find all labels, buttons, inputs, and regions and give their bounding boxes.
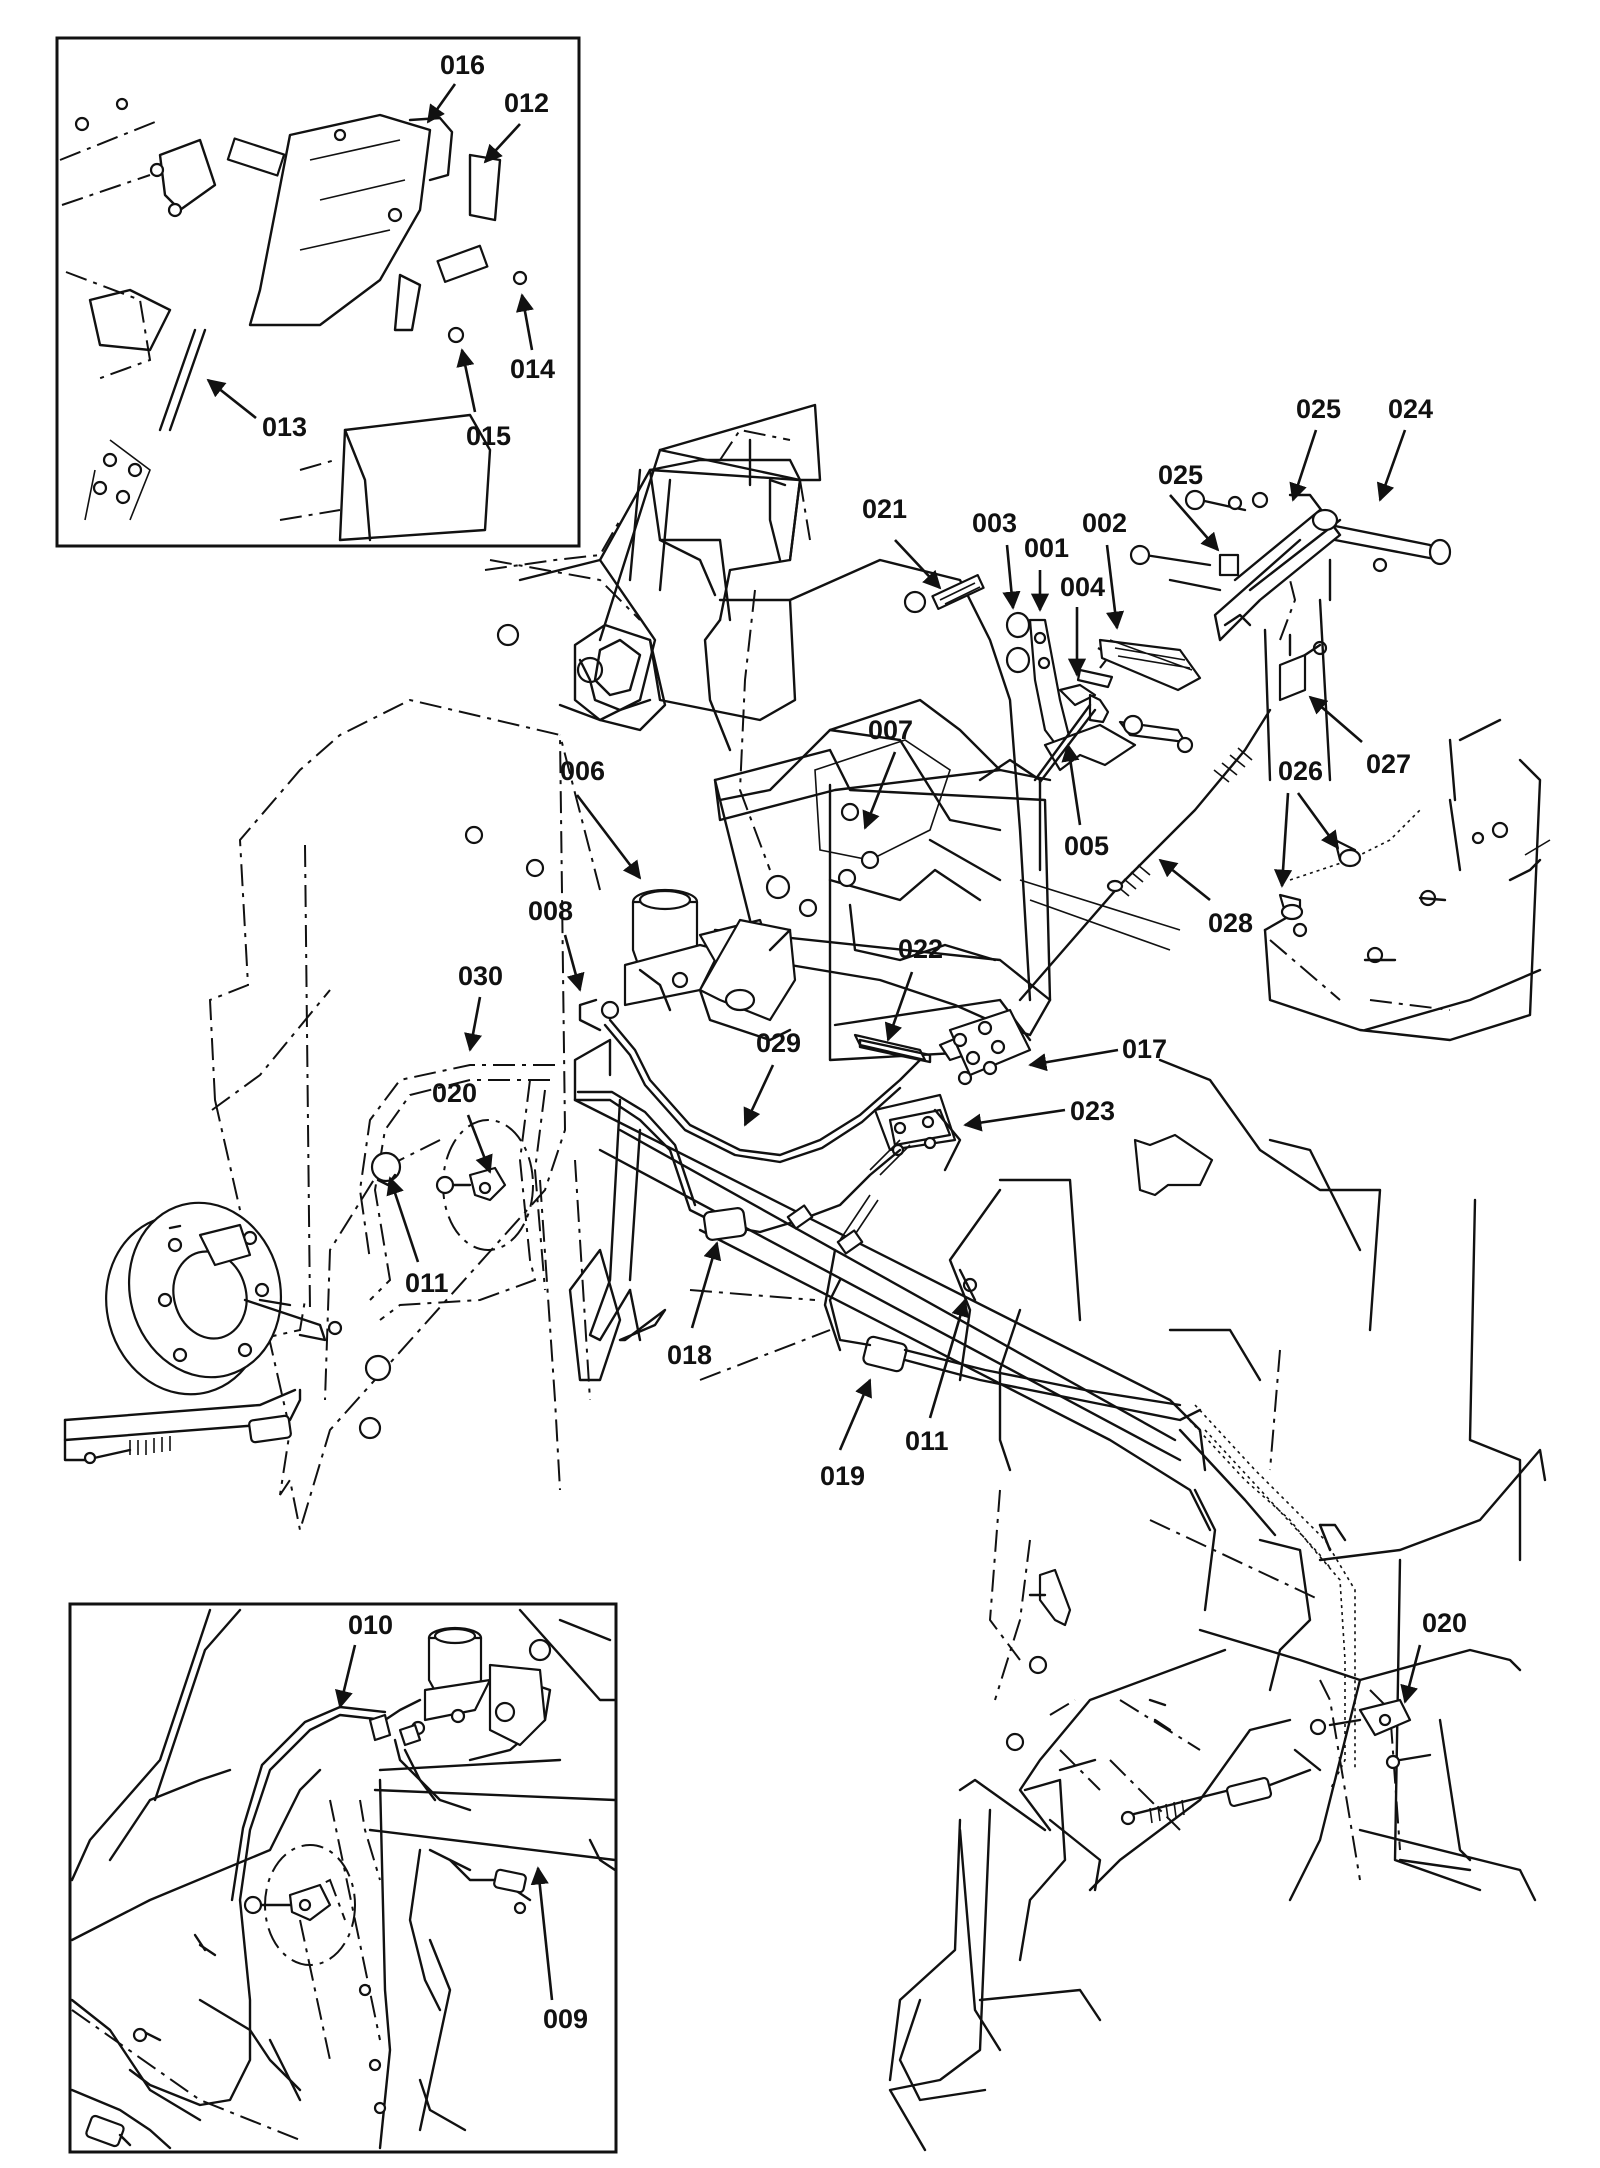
parking-cable-right (1120, 1404, 1356, 1826)
callout-013: 013 (262, 412, 307, 442)
cable-clip-left (370, 1119, 534, 1251)
callout-011-right: 011 (905, 1426, 949, 1456)
callout-009: 009 (543, 2004, 588, 2034)
cable-022 (858, 1038, 932, 1064)
callout-020-left: 020 (432, 1078, 477, 1108)
callout-016: 016 (440, 50, 485, 80)
callout-002: 002 (1082, 508, 1127, 538)
inset-pedal-assembly-detail: 016 012 014 013 015 (55, 36, 581, 548)
callout-019: 019 (820, 1461, 865, 1491)
cable-clip-right (1028, 1568, 1432, 1770)
callout-003: 003 (972, 508, 1017, 538)
callout-012: 012 (504, 88, 549, 118)
master-cylinder (578, 888, 797, 1042)
callout-023: 023 (1070, 1096, 1115, 1126)
callout-021: 021 (862, 494, 907, 524)
cross-tube (578, 403, 822, 722)
callout-006: 006 (560, 756, 605, 786)
right-crossmember (1263, 718, 1551, 1042)
callout-001: 001 (1024, 533, 1069, 563)
flexible-hose-030 (358, 1038, 642, 1342)
callout-027: 027 (1366, 749, 1411, 779)
parking-cable-028 (1018, 708, 1272, 1002)
callout-020-right: 020 (1422, 1608, 1467, 1638)
inset2-callouts: 010 009 (335, 1610, 588, 2034)
callout-030: 030 (458, 961, 503, 991)
callout-007: 007 (868, 715, 913, 745)
callout-005: 005 (1064, 831, 1109, 861)
callout-025-lower: 025 (1158, 460, 1203, 490)
brake-lines (573, 1018, 1202, 1422)
callout-015: 015 (466, 421, 511, 451)
pedal-bracket-housing (713, 698, 1052, 918)
brake-rotor (105, 1201, 343, 1396)
callout-024: 024 (1388, 394, 1433, 424)
inset1-callouts: 016 012 014 013 015 (206, 50, 555, 451)
callout-010: 010 (348, 1610, 393, 1640)
callout-029: 029 (756, 1028, 801, 1058)
callout-004: 004 (1060, 572, 1105, 602)
inset2-linework (70, 1608, 617, 2150)
cable-bracket-017 (853, 1008, 1214, 1197)
callout-018: 018 (667, 1340, 712, 1370)
callout-025-top: 025 (1296, 394, 1341, 424)
callout-028: 028 (1208, 908, 1253, 938)
callout-017: 017 (1122, 1034, 1167, 1064)
callout-008: 008 (528, 896, 573, 926)
callout-022: 022 (898, 934, 943, 964)
frame-holes (358, 623, 1048, 1752)
callout-011-left: 011 (405, 1268, 449, 1298)
inset-master-cylinder-detail: 010 009 (68, 1602, 618, 2154)
brake-lever-assembly (1129, 489, 1452, 782)
brake-pedal-assembly (903, 573, 1202, 784)
callout-014: 014 (510, 354, 555, 384)
callout-026: 026 (1278, 756, 1323, 786)
inset-linework (59, 97, 528, 542)
parking-cable-left (63, 1388, 302, 1465)
main-callouts: 025 024 025 021 003 001 002 004 007 006 … (386, 394, 1467, 1704)
